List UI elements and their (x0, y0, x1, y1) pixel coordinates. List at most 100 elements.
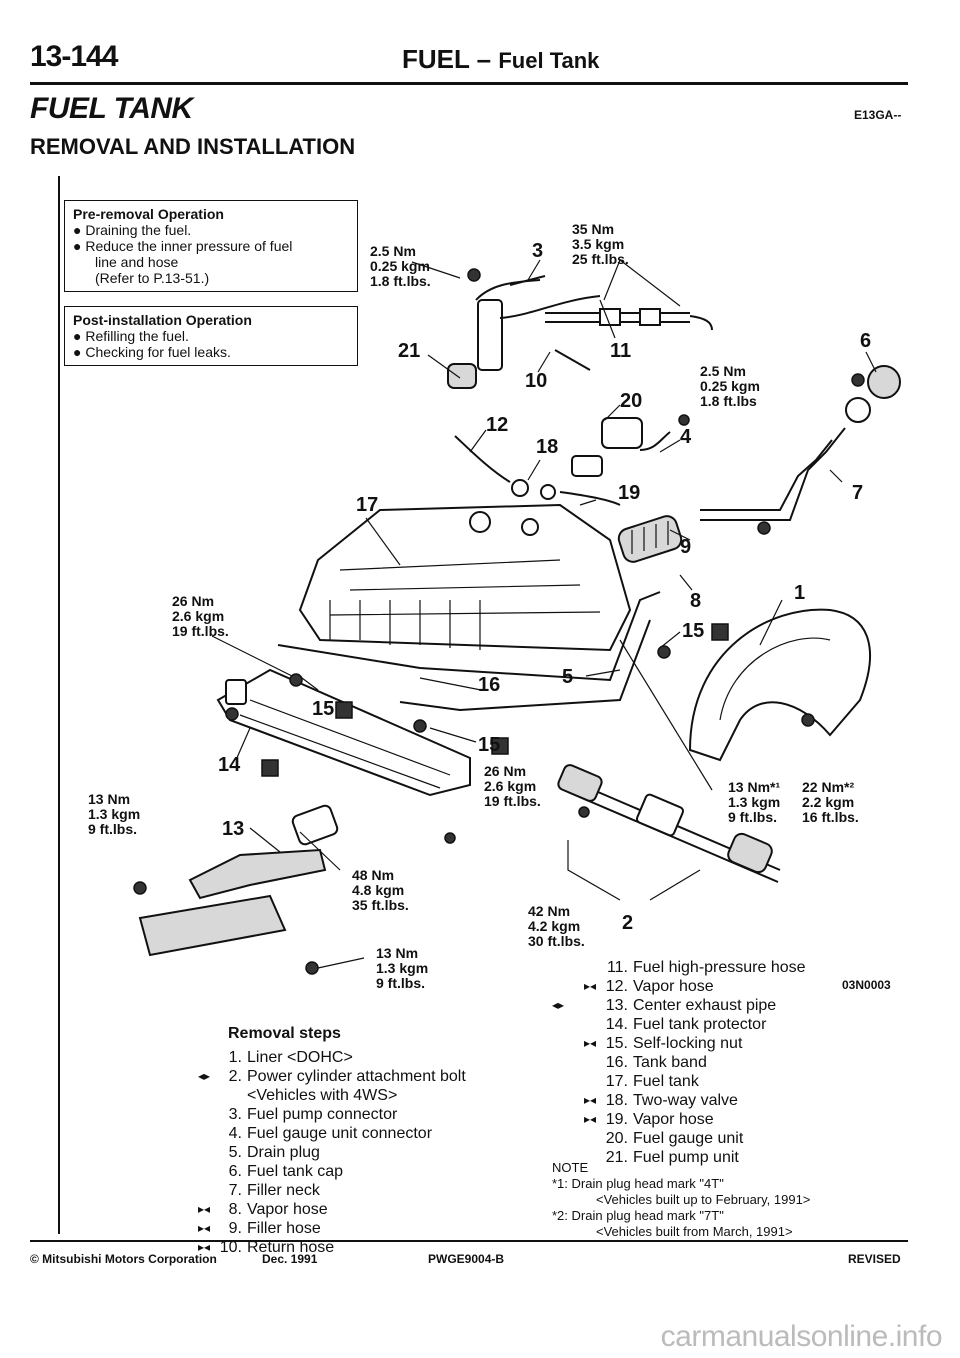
callout-number: 11 (610, 340, 632, 362)
pre-removal-heading: Pre-removal Operation (73, 206, 224, 222)
removal-step: ▸◂18.Two-way valve (583, 1092, 738, 1109)
removal-step: ◂▸2.Power cylinder attachment bolt (197, 1068, 466, 1085)
post-installation-heading: Post-installation Operation (73, 312, 252, 328)
note-line: <Vehicles built up to February, 1991> (596, 1192, 811, 1207)
tank-band-illustration (277, 591, 661, 712)
header-rule (30, 82, 908, 85)
callout-number: 20 (620, 390, 643, 412)
page-title: FUEL TANK (30, 92, 193, 125)
removal-step: 3.Fuel pump connector (228, 1106, 398, 1123)
liner-illustration (688, 608, 871, 762)
footer-status: REVISED (848, 1252, 901, 1266)
removal-step: ▸◂19.Vapor hose (583, 1111, 714, 1128)
callout-number: 1 (794, 582, 806, 604)
filler-hose-illustration (617, 515, 683, 563)
note-line: *2: Drain plug head mark "7T" (552, 1208, 724, 1223)
pre-removal-item-cont: line and hose (95, 254, 179, 270)
callout-number: 9 (680, 536, 692, 558)
fuel-gauge-unit-illustration (571, 417, 671, 477)
leader-lines (211, 259, 877, 969)
pump-connector-illustration (509, 275, 546, 286)
callout-number: 10 (525, 370, 548, 392)
section-title: FUEL – Fuel Tank (402, 44, 599, 75)
removal-step: ▸◂12.Vapor hose (583, 978, 714, 995)
post-installation-box: Post-installation Operation ● Refilling … (64, 306, 358, 366)
footer-date: Dec. 1991 (262, 1252, 318, 1266)
callout-number: 2 (622, 912, 634, 934)
callout-number: 15 (478, 734, 501, 756)
fasteners (133, 373, 865, 975)
removal-step: <Vehicles with 4WS> (247, 1087, 398, 1104)
page-number: 13-144 (30, 40, 118, 73)
removal-step: ▸◂8.Vapor hose (197, 1201, 328, 1218)
pre-removal-item: ● Draining the fuel. (73, 222, 192, 238)
note-line: <Vehicles built from March, 1991> (596, 1224, 793, 1239)
figure-code: 03N0003 (842, 978, 891, 992)
removal-step: 1.Liner <DOHC> (228, 1049, 353, 1066)
removal-step: 17.Fuel tank (605, 1073, 699, 1090)
callout-number: 14 (218, 754, 241, 776)
callout-number: 17 (356, 494, 379, 516)
removal-step: 21.Fuel pump unit (605, 1149, 739, 1166)
pre-removal-item: ● Reduce the inner pressure of fuel (73, 238, 293, 254)
callout-number: 15 (312, 698, 335, 720)
removal-step: ◂▸13.Center exhaust pipe (551, 997, 777, 1014)
section-name: FUEL (402, 44, 470, 74)
callout-number: 19 (618, 482, 641, 504)
footer-rule (30, 1240, 908, 1242)
note-line: *1: Drain plug head mark "4T" (552, 1176, 724, 1191)
callout-number: 13 (222, 818, 245, 840)
removal-step: ▸◂15.Self-locking nut (583, 1035, 743, 1052)
bolt-icon (467, 268, 481, 282)
callout-number: 6 (860, 330, 872, 352)
removal-step: 6.Fuel tank cap (228, 1163, 344, 1180)
page-subtitle: REMOVAL AND INSTALLATION (30, 134, 356, 159)
removal-steps-list-right: 11.Fuel high-pressure hose ▸◂12.Vapor ho… (551, 958, 806, 1167)
removal-steps-heading: Removal steps (228, 1025, 341, 1042)
callout-number: 4 (680, 426, 692, 448)
margin-rule (58, 176, 60, 1234)
subsection-name: Fuel Tank (498, 48, 600, 73)
doc-code: E13GA-- (854, 108, 902, 122)
exploded-view-diagram (133, 259, 901, 975)
post-installation-item: ● Refilling the fuel. (73, 328, 189, 344)
removal-steps-list: 1.Liner <DOHC> ◂▸2.Power cylinder attach… (197, 1048, 466, 1257)
watermark: carmanualsonline.info (660, 1320, 943, 1353)
removal-step: ▸◂10.Return hose (197, 1239, 335, 1256)
section-separator: – (476, 44, 492, 74)
power-cylinder-illustration (557, 764, 781, 883)
two-way-valve-illustration (454, 435, 621, 506)
filler-neck-illustration (700, 365, 901, 521)
new-part-marks (261, 623, 729, 777)
note-block: NOTE *1: Drain plug head mark "4T" <Vehi… (552, 1160, 810, 1240)
note-heading: NOTE (552, 1160, 589, 1175)
removal-step: 4.Fuel gauge unit connector (228, 1125, 433, 1142)
fuel-tank-protector-illustration (216, 668, 471, 797)
removal-step: ▸◂9.Filler hose (197, 1220, 321, 1237)
callout-number: 5 (562, 666, 574, 688)
post-installation-item: ● Checking for fuel leaks. (73, 344, 231, 360)
footer-doc-code: PWGE9004-B (428, 1252, 505, 1266)
exhaust-pipe-illustration (138, 804, 339, 957)
pre-removal-item-cont: (Refer to P.13-51.) (95, 270, 210, 286)
removal-step: 5.Drain plug (228, 1144, 320, 1161)
callout-number: 7 (852, 482, 864, 504)
removal-step: 11.Fuel high-pressure hose (606, 959, 806, 976)
removal-step: 16.Tank band (605, 1054, 707, 1071)
pre-removal-box: Pre-removal Operation ● Draining the fue… (64, 200, 358, 292)
fuel-tank-illustration (298, 503, 632, 652)
fuel-pump-unit-illustration (447, 279, 601, 389)
removal-step: 20.Fuel gauge unit (605, 1130, 744, 1147)
removal-step: 7.Filler neck (228, 1182, 320, 1199)
